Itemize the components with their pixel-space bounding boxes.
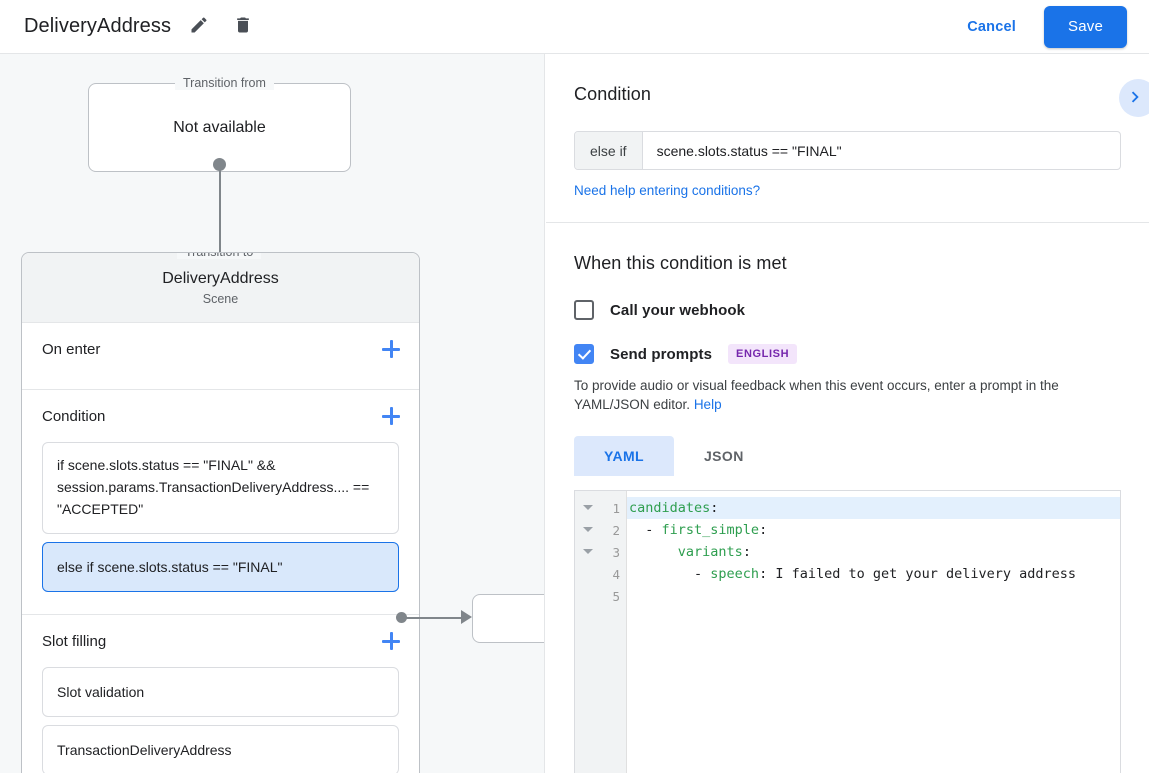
list-item[interactable]: Slot validation [42, 667, 399, 717]
line-number: 1 [612, 500, 620, 516]
list-item[interactable]: TransactionDeliveryAddress [42, 725, 399, 773]
code-key: speech [710, 566, 760, 582]
line-number: 2 [612, 522, 620, 538]
code-rest: : [742, 544, 751, 560]
list-item[interactable]: if scene.slots.status == "FINAL" && sess… [42, 442, 399, 534]
prompts-helper-text: To provide audio or visual feedback when… [574, 376, 1121, 414]
transition-from-card[interactable]: Transition from Not available [88, 76, 351, 172]
code-line[interactable]: variants: [627, 541, 1120, 563]
line-number: 3 [612, 544, 620, 560]
condition-connector-dot [396, 612, 407, 623]
add-condition-button[interactable] [377, 402, 405, 430]
gutter-row[interactable]: 5 [575, 585, 626, 607]
code-line[interactable]: - first_simple: [627, 519, 1120, 541]
fold-triangle-icon[interactable] [583, 505, 593, 510]
scene-name: DeliveryAddress [162, 269, 279, 287]
code-rest: : I failed to get your delivery address [759, 566, 1077, 582]
section-title-on-enter: On enter [42, 340, 101, 358]
panel-divider [546, 222, 1149, 223]
cancel-button[interactable]: Cancel [953, 10, 1030, 44]
when-met-heading: When this condition is met [574, 253, 787, 273]
condition-expression-input[interactable] [642, 132, 1120, 169]
prompts-help-link[interactable]: Help [693, 397, 722, 412]
add-on-enter-button[interactable] [377, 335, 405, 363]
connector-dot [213, 158, 226, 171]
transition-from-legend: Transition from [175, 76, 274, 90]
pencil-icon [189, 15, 209, 38]
next-node-card[interactable] [472, 594, 544, 643]
section-title-condition: Condition [42, 407, 106, 425]
gutter-row[interactable]: 4 [575, 563, 626, 585]
connector-line [219, 166, 221, 264]
tab-yaml[interactable]: YAML [574, 436, 674, 476]
section-header: On enter [22, 323, 419, 375]
save-button[interactable]: Save [1044, 5, 1127, 48]
section-condition: Condition if scene.slots.status == "FINA… [22, 390, 419, 615]
gutter-row[interactable]: 3 [575, 541, 626, 563]
gutter-row[interactable]: 1 [575, 497, 626, 519]
condition-block: Condition else if Need help entering con… [546, 54, 1149, 222]
code-key: first_simple [661, 522, 760, 538]
when-condition-met-block: When this condition is met Call your web… [546, 223, 1149, 773]
scene-header[interactable]: DeliveryAddress Scene [22, 253, 419, 323]
transition-to-legend: Transition to [177, 253, 262, 259]
call-webhook-label: Call your webhook [610, 301, 746, 319]
section-slot-filling: Slot filling Slot validation Transaction… [22, 615, 419, 773]
app-header: DeliveryAddress Cancel Save [0, 0, 1149, 54]
section-header: Condition [22, 390, 419, 442]
line-number: 4 [612, 566, 620, 582]
send-prompts-checkbox[interactable] [574, 344, 594, 364]
section-header: Slot filling [22, 615, 419, 667]
code-key: candidates [629, 500, 711, 516]
call-webhook-checkbox[interactable] [574, 300, 594, 320]
expand-panel-button[interactable] [1119, 79, 1149, 117]
scene-type: Scene [202, 291, 239, 306]
chevron-right-icon [1124, 86, 1149, 111]
section-on-enter: On enter [22, 323, 419, 390]
graph-panel: Transition from Not available Transition… [0, 54, 545, 773]
page-title: DeliveryAddress [24, 15, 172, 37]
code-key: variants [677, 544, 743, 560]
transition-from-value: Not available [173, 118, 266, 136]
webhook-row[interactable]: Call your webhook [574, 300, 1121, 320]
list-item[interactable]: else if scene.slots.status == "FINAL" [42, 542, 399, 592]
delete-button[interactable] [227, 11, 259, 43]
editor-code-area[interactable]: candidates: - first_simple: variants: - … [627, 491, 1120, 773]
editor-format-tabs: YAML JSON [574, 436, 1121, 476]
condition-connector-line [404, 616, 468, 619]
gutter-row[interactable]: 2 [575, 519, 626, 541]
language-badge: ENGLISH [728, 344, 798, 364]
code-line[interactable]: candidates: [627, 497, 1120, 519]
condition-connector-arrow-icon [461, 610, 472, 624]
add-slot-filling-button[interactable] [377, 627, 405, 655]
prompt-code-editor[interactable]: 1 2 3 4 5 [574, 490, 1121, 773]
send-prompts-row[interactable]: Send prompts ENGLISH [574, 344, 1121, 364]
editor-gutter: 1 2 3 4 5 [575, 491, 627, 773]
fold-triangle-icon[interactable] [583, 527, 593, 532]
fold-triangle-icon[interactable] [583, 549, 593, 554]
transition-to-card: Transition to DeliveryAddress Scene On e… [21, 252, 420, 773]
tab-json[interactable]: JSON [674, 436, 774, 476]
details-panel: Condition else if Need help entering con… [546, 54, 1149, 773]
code-indent: - [629, 566, 711, 582]
code-indent [629, 544, 678, 560]
prompts-helper-sentence: To provide audio or visual feedback when… [574, 378, 1059, 412]
condition-heading: Condition [574, 84, 651, 104]
condition-help-link[interactable]: Need help entering conditions? [574, 183, 761, 198]
send-prompts-label: Send prompts [610, 345, 713, 363]
section-title-slot-filling: Slot filling [42, 632, 107, 650]
code-rest: : [710, 500, 719, 516]
code-line[interactable] [627, 585, 1120, 607]
code-rest: : [759, 522, 768, 538]
line-number: 5 [612, 588, 620, 604]
edit-button[interactable] [183, 11, 215, 43]
trash-icon [233, 15, 253, 38]
code-line[interactable]: - speech: I failed to get your delivery … [627, 563, 1120, 585]
condition-input-row[interactable]: else if [574, 131, 1121, 170]
condition-prefix: else if [575, 132, 643, 169]
code-indent: - [629, 522, 662, 538]
